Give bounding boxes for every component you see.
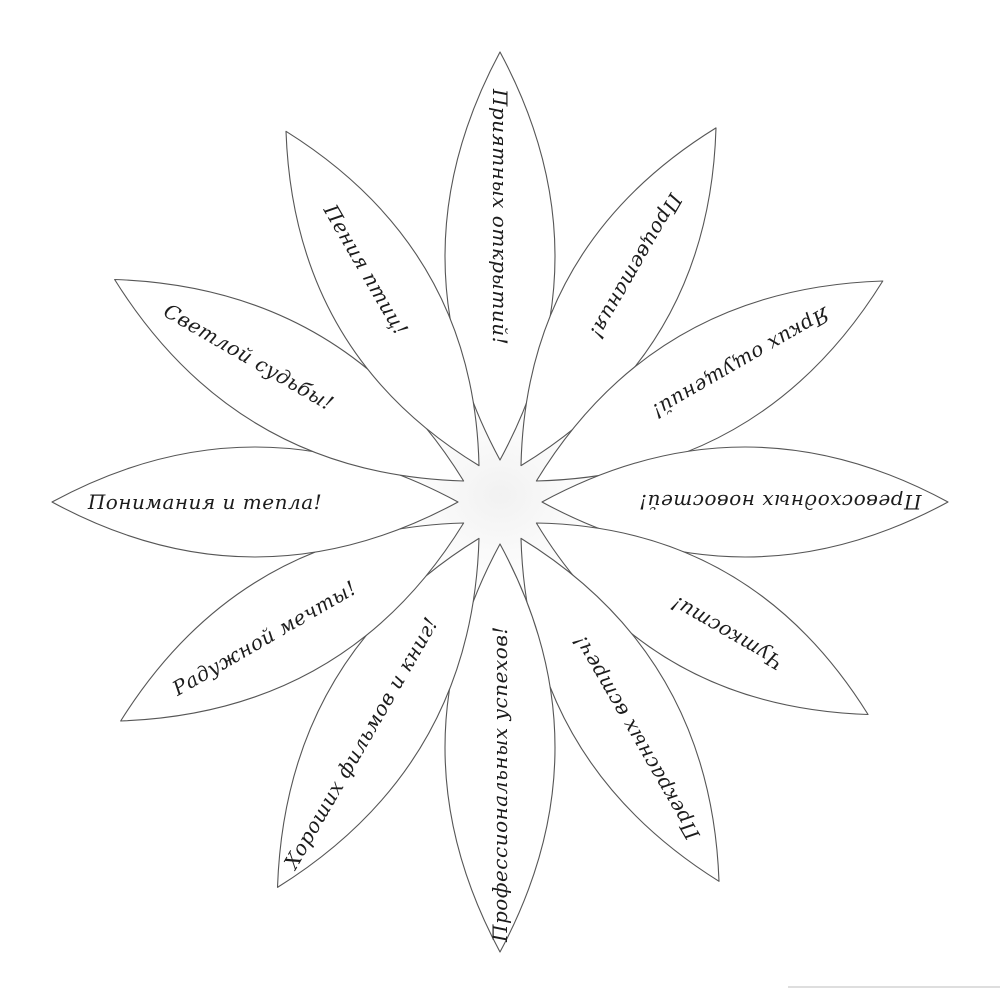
petal-4-oclock: Чуткости!: [535, 522, 869, 716]
petal-2-oclock: Ярких ощущений!: [535, 280, 884, 482]
petal-right: Превосходных новостей!: [541, 446, 949, 558]
petal-outline: [285, 130, 480, 467]
petal-label: Профессиональных успехов!: [488, 626, 512, 943]
petal-8-oclock: Радужной мечты!: [120, 522, 465, 722]
petal-label: Превосходных новостей!: [639, 490, 923, 514]
scan-artifact-line: [788, 986, 1000, 988]
petal-label: Понимания и тепла!: [87, 490, 322, 514]
petal-label: Приятных открытий!: [488, 88, 512, 345]
petal-bottom: Профессиональных успехов!: [444, 543, 556, 953]
petal-left: Понимания и тепла!: [51, 446, 459, 558]
